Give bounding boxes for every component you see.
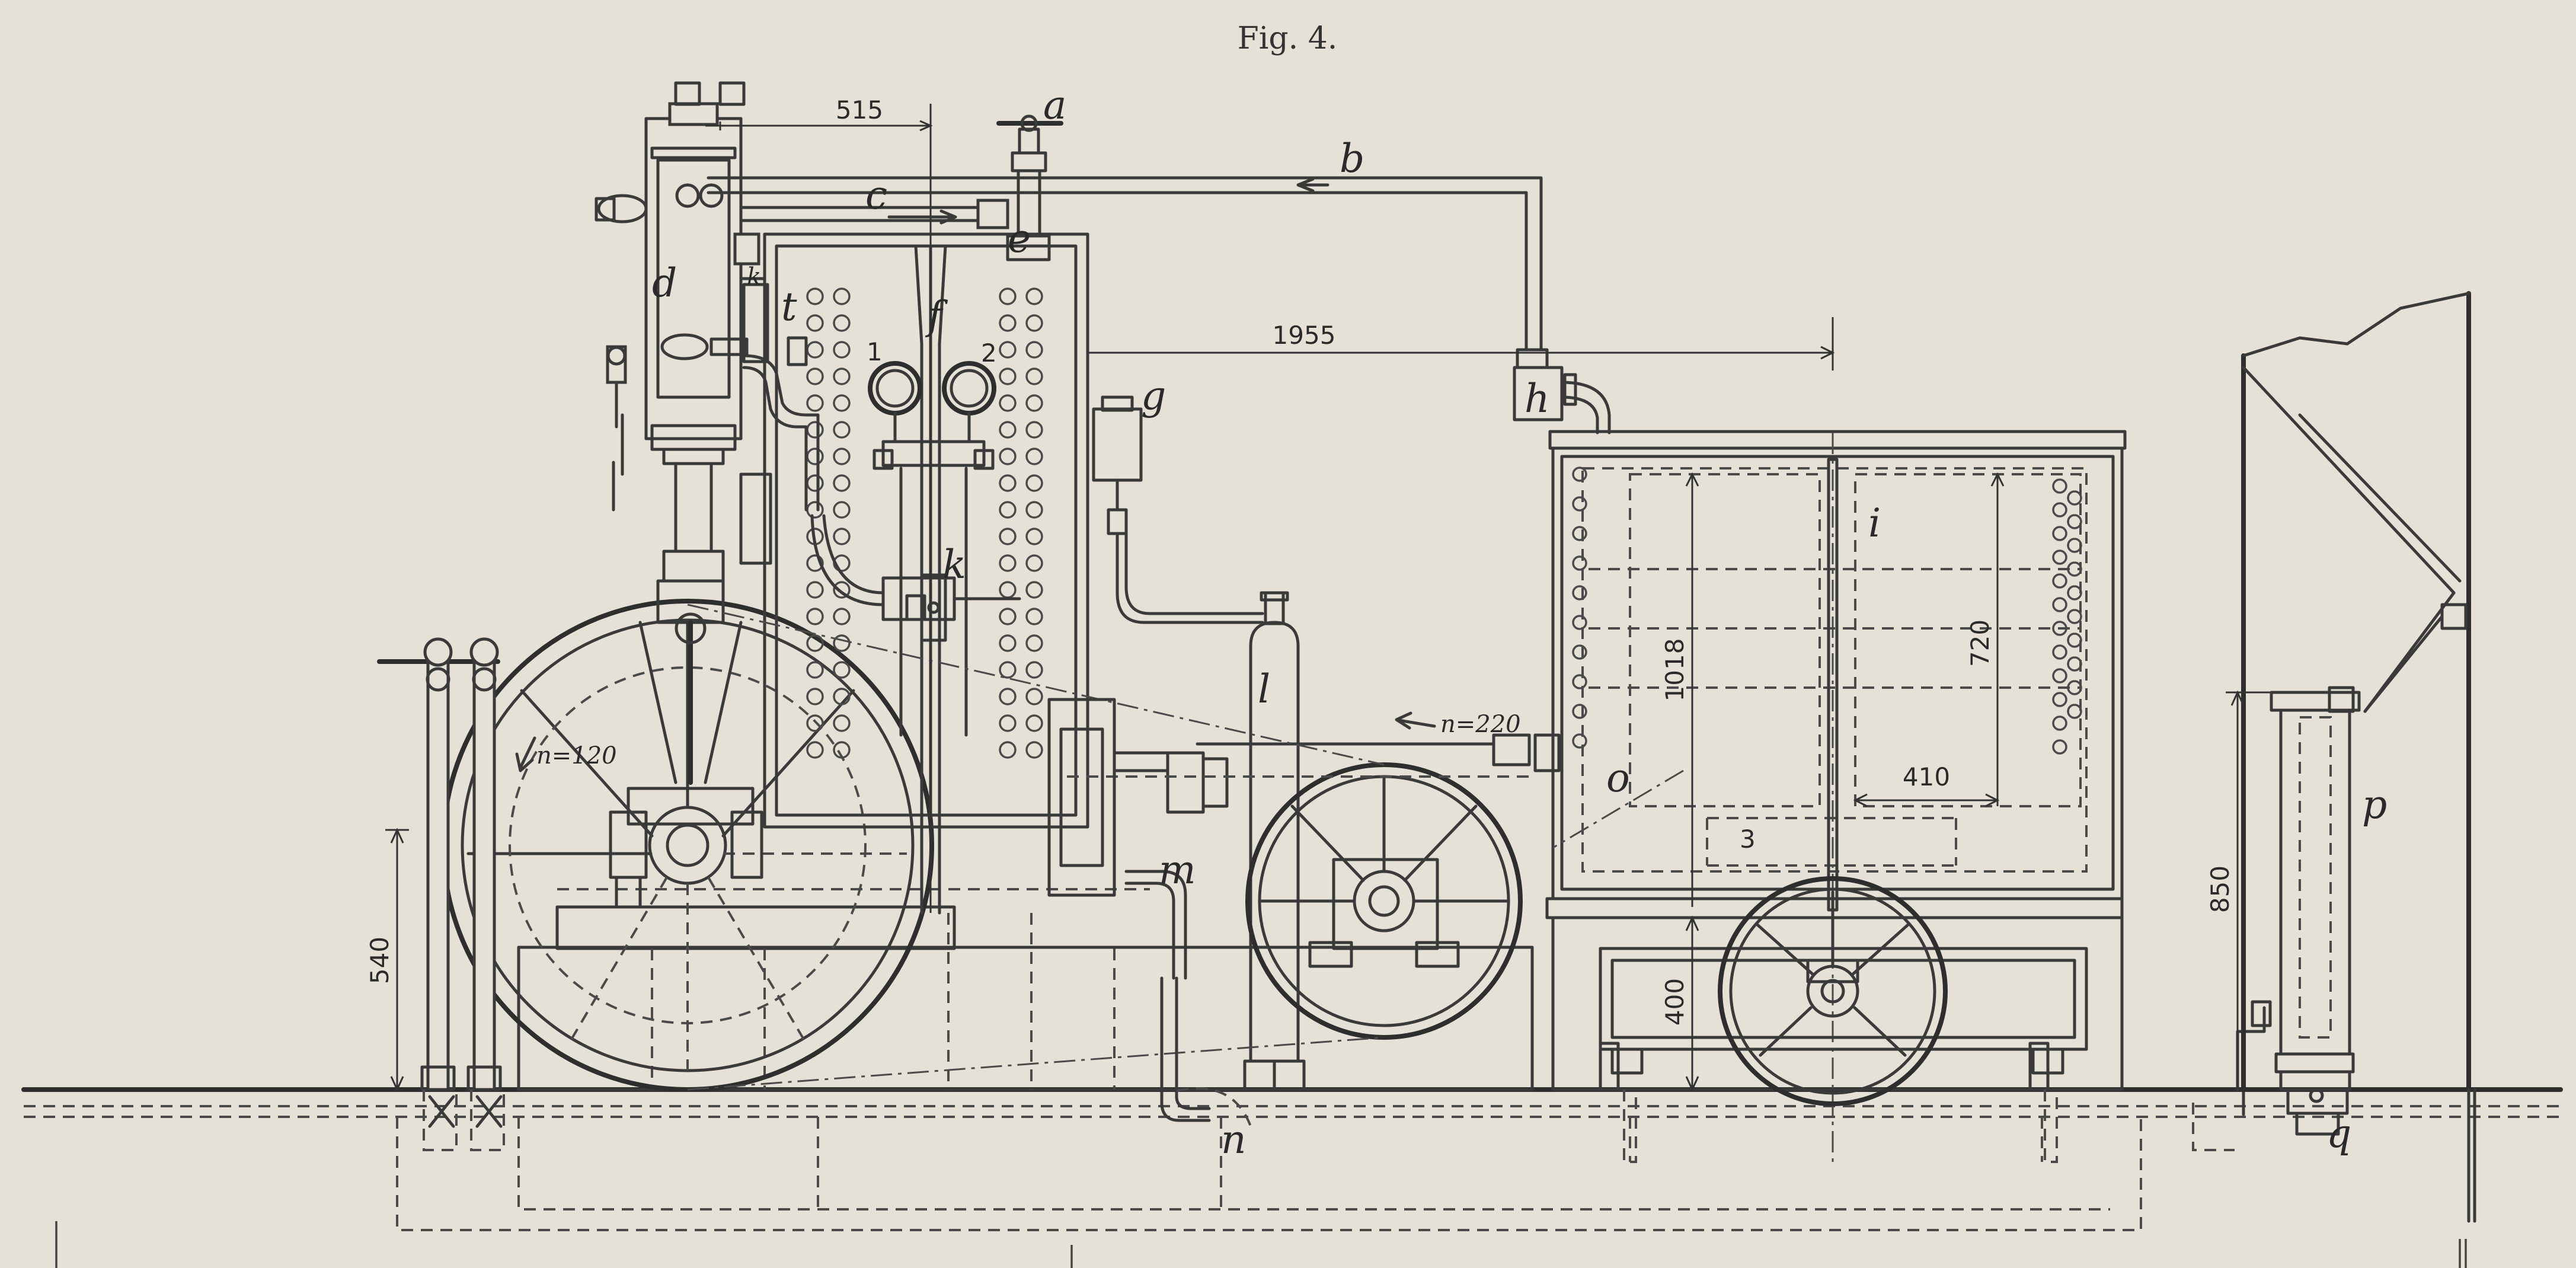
drive-belt: [687, 603, 1385, 1091]
wall-panel: [2192, 291, 2476, 1223]
valve-head-d: [595, 183, 749, 360]
label-e: e: [1008, 216, 1031, 261]
oil-pot-g: [1092, 395, 1264, 624]
figure-caption: Fig. 4.: [1238, 21, 1338, 56]
label-o: o: [1606, 755, 1630, 801]
dimension-850: [2226, 690, 2270, 1090]
label-i: i: [1868, 500, 1881, 546]
label-k: k: [942, 542, 966, 587]
label-g: g: [1141, 373, 1166, 419]
label-t: t: [781, 284, 797, 330]
pressure-gauge-1: [868, 361, 922, 443]
speed-label-220: n=220: [1440, 711, 1521, 738]
pipe-n: [1160, 976, 1252, 1127]
dimension-400: [1685, 915, 1699, 1092]
foundation-outline: [55, 1117, 2467, 1268]
brine-tank: [1533, 430, 2127, 1162]
gauge-number-2: 2: [981, 338, 997, 368]
dimension-1018: [1685, 472, 1699, 907]
label-a: a: [1043, 82, 1066, 128]
speed-arrow-120: [515, 736, 536, 772]
label-m: m: [1159, 847, 1196, 893]
condenser-column: [739, 232, 1089, 915]
column-p: [2236, 686, 2361, 1136]
fitting-h: [1513, 348, 1611, 435]
dimension-540: [385, 828, 409, 1092]
valve-a: [733, 114, 1063, 266]
label-n: n: [1221, 1117, 1247, 1162]
pipe-m: [1047, 698, 1187, 980]
dim-label-1018: 1018: [1660, 638, 1689, 702]
dim-label-515: 515: [836, 95, 883, 124]
dim-label-720: 720: [1965, 619, 1995, 667]
cooling-coils-left: [806, 288, 851, 759]
cooling-coils-right: [999, 288, 1043, 759]
dim-label-850: 850: [2206, 865, 2235, 913]
label-f: f: [925, 293, 948, 338]
label-q: q: [2326, 1111, 2351, 1157]
tank-rivets: [1572, 467, 2082, 755]
pipe-b: [707, 176, 1543, 352]
dimension-410: [1853, 793, 2000, 807]
label-h: h: [1524, 376, 1550, 421]
dim-label-1955: 1955: [1273, 321, 1336, 350]
gauge-number-1: 1: [867, 337, 883, 366]
dimension-515: [705, 104, 933, 913]
agitator-wheel: [1599, 876, 2050, 1106]
pressure-gauge-2: [942, 361, 996, 443]
ammonia-cylinder-l: [1243, 591, 1306, 1091]
engine-flywheel: [441, 599, 934, 1092]
speed-label-120: n=120: [536, 742, 617, 769]
label-c: c: [865, 173, 887, 218]
tank-legs: [1552, 769, 2064, 1163]
dim-label-400: 400: [1660, 978, 1689, 1026]
dimension-1955: [1088, 317, 1835, 371]
label-b: b: [1340, 136, 1364, 181]
dim-label-410: 410: [1903, 762, 1950, 791]
speed-arrow-220: [1395, 711, 1436, 730]
label-l: l: [1258, 666, 1270, 712]
hand-rail: [377, 637, 505, 1151]
tank-mark-3: 3: [1740, 825, 1756, 854]
engine-base: [517, 888, 1534, 1091]
dimension-720: [1990, 472, 2005, 806]
pipe-c: [739, 199, 1009, 229]
ground-line: [21, 1087, 2563, 1118]
label-d: d: [652, 260, 677, 306]
gauge-manifold: [872, 440, 995, 737]
valve-k: [905, 573, 947, 642]
label-k-upper: k: [747, 263, 761, 290]
label-p: p: [2362, 782, 2387, 828]
dim-label-540: 540: [365, 937, 394, 984]
